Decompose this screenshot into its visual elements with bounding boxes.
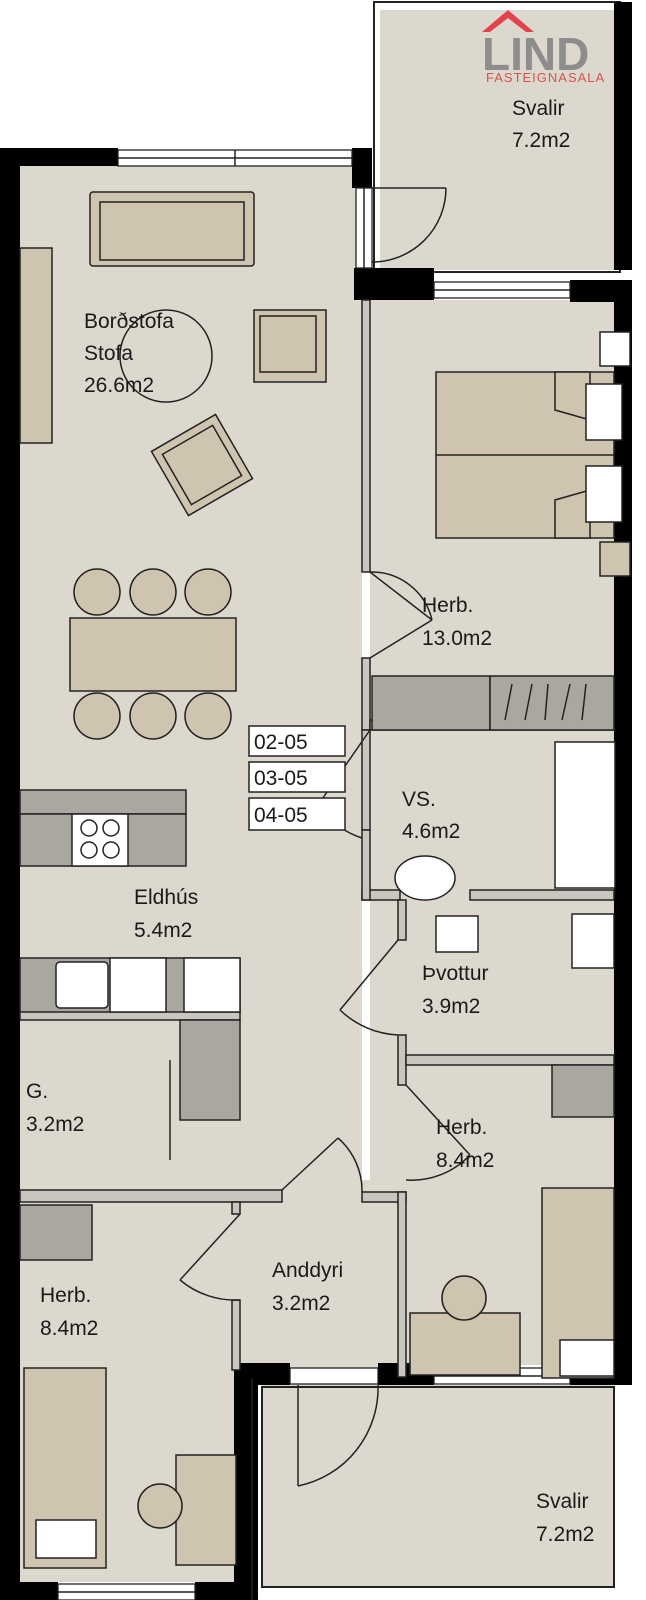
herb-master-area: 13.0m2 xyxy=(422,627,492,650)
eldhus-name: Eldhús xyxy=(134,886,198,909)
eldhus-area: 5.4m2 xyxy=(134,919,192,942)
unit-numbers: 02-05 03-05 04-05 xyxy=(248,725,346,831)
logo-subtitle: FASTEIGNASALA xyxy=(486,70,605,85)
living-area: 26.6m2 xyxy=(84,374,154,397)
g-name: G. xyxy=(26,1080,48,1103)
lind-logo: LIND FASTEIGNASALA xyxy=(482,10,605,85)
unit-box-1 xyxy=(248,725,346,757)
herb-left-area: 8.4m2 xyxy=(40,1317,98,1340)
svalir-top-name: Svalir xyxy=(512,97,565,120)
unit-box-2 xyxy=(248,761,346,793)
windows xyxy=(57,149,571,1600)
vs-name: VS. xyxy=(402,788,436,811)
living-name-1: Borðstofa xyxy=(84,310,174,333)
unit-label-3: 04-05 xyxy=(254,804,308,827)
logo-name: LIND xyxy=(482,28,589,80)
room-labels: Svalir 7.2m2 Borðstofa Stofa 26.6m2 Herb… xyxy=(26,97,594,1546)
roof-icon xyxy=(482,10,534,32)
thvottur-name: Þvottur xyxy=(422,962,489,985)
furniture xyxy=(19,191,631,1569)
anddyri-area: 3.2m2 xyxy=(272,1292,330,1315)
anddyri-name: Anddyri xyxy=(272,1259,343,1282)
unit-label-1: 02-05 xyxy=(254,731,308,754)
vs-area: 4.6m2 xyxy=(402,820,460,843)
thvottur-area: 3.9m2 xyxy=(422,995,480,1018)
herb-left-name: Herb. xyxy=(40,1284,91,1307)
svalir-bottom-area: 7.2m2 xyxy=(536,1523,594,1546)
svalir-top-area: 7.2m2 xyxy=(512,129,570,152)
unit-label-2: 03-05 xyxy=(254,767,308,790)
exterior-walls xyxy=(0,1,632,1600)
unit-box-3 xyxy=(248,797,346,831)
g-area: 3.2m2 xyxy=(26,1113,84,1136)
svalir-bottom-name: Svalir xyxy=(536,1490,589,1513)
herb-right-area: 8.4m2 xyxy=(436,1149,494,1172)
herb-right-name: Herb. xyxy=(436,1116,487,1139)
living-name-2: Stofa xyxy=(84,342,133,365)
herb-master-name: Herb. xyxy=(422,594,473,617)
